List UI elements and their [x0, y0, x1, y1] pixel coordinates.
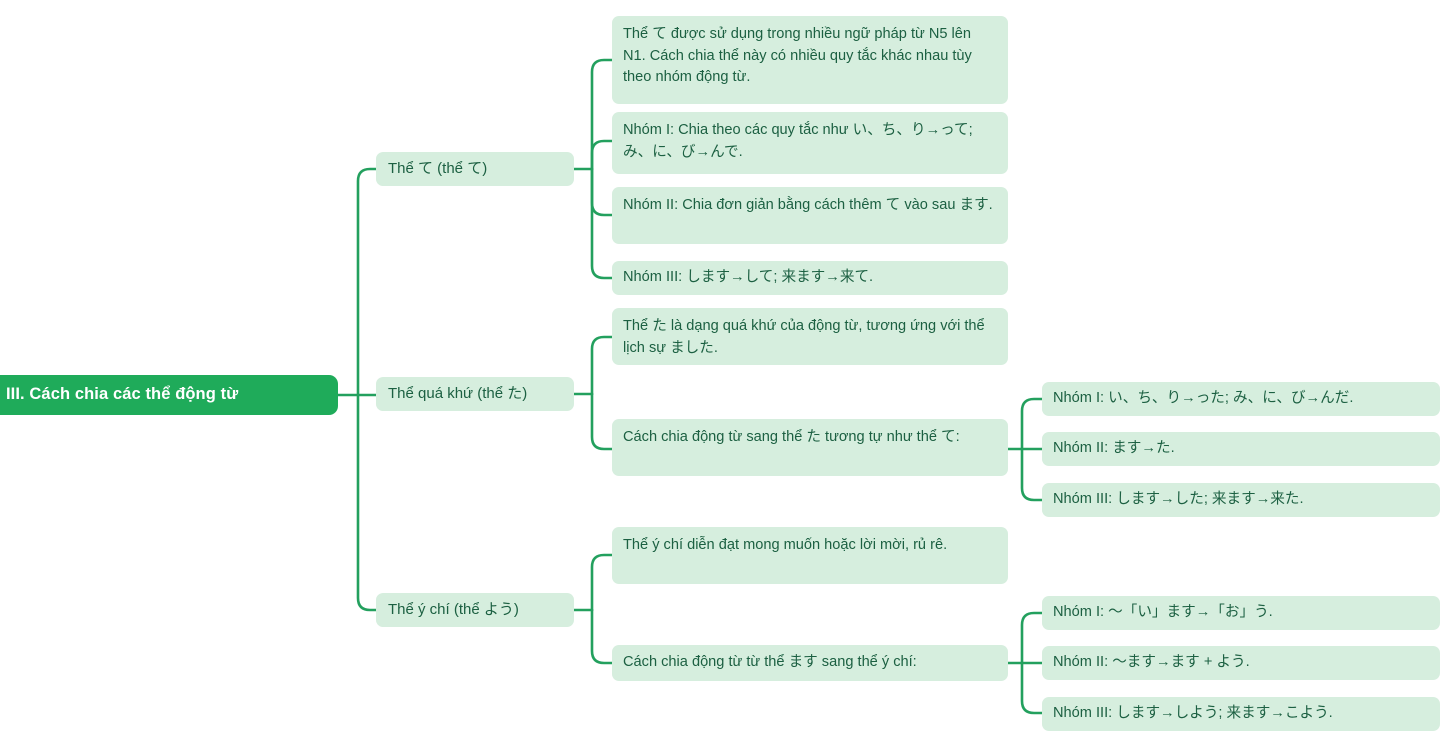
detail-node-the-overview[interactable]: Thể て được sử dụng trong nhiều ngữ pháp … [612, 16, 1008, 104]
detail-node-the-group2[interactable]: Nhóm II: Chia đơn giản bằng cách thêm て … [612, 187, 1008, 244]
branch-node-label: Thể ý chí (thể よう) [388, 601, 519, 618]
leaf-node-label: Nhóm I: い、ち、り→った; み、に、び→んだ. [1053, 390, 1354, 407]
connector-root-to-the [356, 167, 378, 397]
connector-you-g3 [1020, 661, 1044, 715]
leaf-node-past-group3[interactable]: Nhóm III: します→した; 来ます→来た. [1042, 483, 1440, 517]
leaf-node-label: Nhóm III: します→しよう; 来ます→こよう. [1053, 705, 1333, 722]
detail-node-the-group1[interactable]: Nhóm I: Chia theo các quy tắc như い、ち、り→… [612, 112, 1008, 174]
leaf-node-volitional-group2[interactable]: Nhóm II: 〜ます→ます + よう. [1042, 646, 1440, 680]
connector-ychi-c1 [590, 553, 614, 612]
detail-node-label: Cách chia động từ từ thể ます sang thể ý c… [623, 653, 917, 670]
branch-node-volitional-form[interactable]: Thể ý chí (thể よう) [376, 593, 574, 627]
connector-root-to-ychi [356, 393, 378, 612]
leaf-node-volitional-group3[interactable]: Nhóm III: します→しよう; 来ます→こよう. [1042, 697, 1440, 731]
leaf-node-past-group2[interactable]: Nhóm II: ます→た. [1042, 432, 1440, 466]
detail-node-volitional-overview[interactable]: Thể ý chí diễn đạt mong muốn hoặc lời mờ… [612, 527, 1008, 584]
detail-node-past-overview[interactable]: Thể た là dạng quá khứ của động từ, tương… [612, 308, 1008, 365]
detail-node-label: Cách chia động từ sang thể た tương tự nh… [623, 429, 960, 445]
root-node-label: III. Cách chia các thể động từ [6, 385, 239, 404]
detail-node-the-group3[interactable]: Nhóm III: します→して; 来ます→来て. [612, 261, 1008, 295]
connector-you-g1 [1020, 611, 1044, 665]
branch-node-the-form[interactable]: Thể て (thể て) [376, 152, 574, 186]
detail-node-label: Nhóm II: Chia đơn giản bằng cách thêm て … [623, 197, 993, 213]
connector-quakhu-c2 [590, 392, 614, 451]
detail-node-label: Thể ý chí diễn đạt mong muốn hoặc lời mờ… [623, 537, 948, 553]
leaf-node-label: Nhóm III: します→した; 来ます→来た. [1053, 491, 1304, 508]
detail-node-label: Thể て được sử dụng trong nhiều ngữ pháp … [623, 26, 972, 86]
connector-ychi-c2 [590, 608, 614, 665]
connector-the-c3 [590, 167, 614, 217]
connector-quakhu-c1 [590, 335, 614, 396]
connector-the-c1 [590, 58, 614, 171]
detail-node-label: Nhóm III: します→して; 来ます→来て. [623, 268, 874, 285]
leaf-node-label: Nhóm II: 〜ます→ます + よう. [1053, 654, 1250, 671]
leaf-node-label: Nhóm I: 〜「い」ます→「お」う. [1053, 604, 1273, 621]
connector-the-c4 [590, 167, 614, 280]
root-node[interactable]: III. Cách chia các thể động từ [0, 375, 338, 415]
detail-node-label: Thể た là dạng quá khứ của động từ, tương… [623, 318, 985, 356]
branch-node-past-form[interactable]: Thể quá khứ (thể た) [376, 377, 574, 411]
detail-node-label: Nhóm I: Chia theo các quy tắc như い、ち、り→… [623, 122, 973, 160]
branch-node-label: Thể て (thể て) [388, 160, 488, 177]
connector-the-c2 [590, 139, 614, 171]
leaf-node-volitional-group1[interactable]: Nhóm I: 〜「い」ます→「お」う. [1042, 596, 1440, 630]
leaf-node-past-group1[interactable]: Nhóm I: い、ち、り→った; み、に、び→んだ. [1042, 382, 1440, 416]
connector-tada-g3 [1020, 447, 1044, 502]
detail-node-past-rules[interactable]: Cách chia động từ sang thể た tương tự nh… [612, 419, 1008, 476]
leaf-node-label: Nhóm II: ます→た. [1053, 440, 1175, 457]
branch-node-label: Thể quá khứ (thể た) [388, 385, 528, 402]
connector-tada-g1 [1020, 397, 1044, 451]
detail-node-volitional-rules[interactable]: Cách chia động từ từ thể ます sang thể ý c… [612, 645, 1008, 681]
